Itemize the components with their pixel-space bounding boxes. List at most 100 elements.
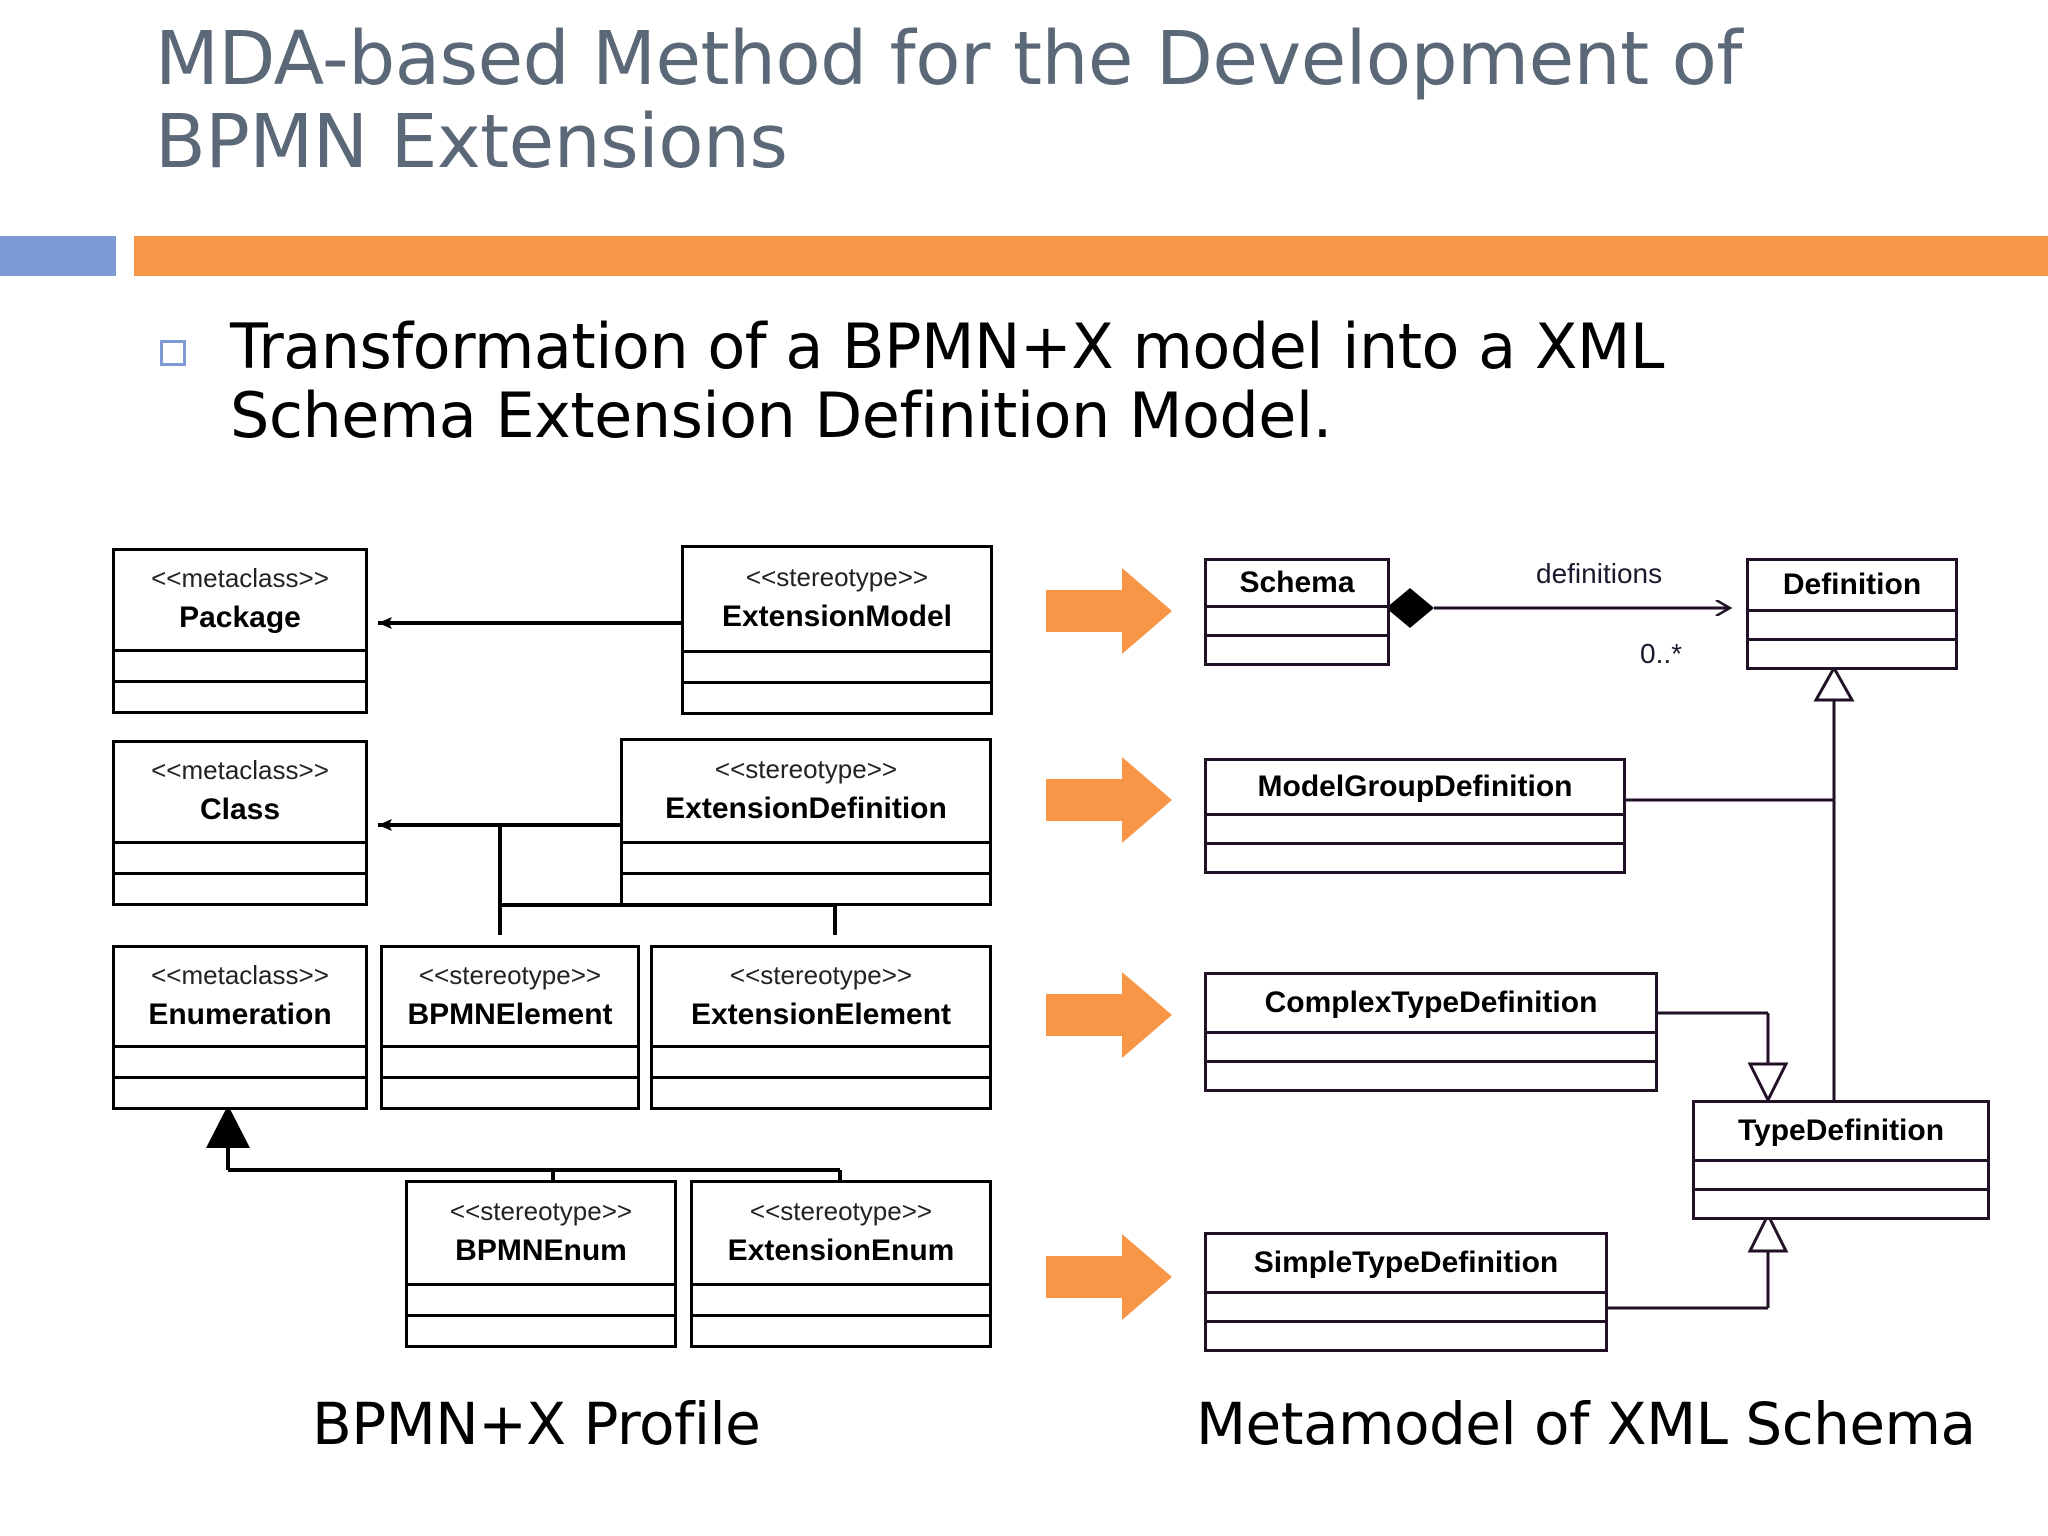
uml-class-package[interactable]: <<metaclass>> Package <box>112 548 368 714</box>
uml-class-extension-element[interactable]: <<stereotype>> ExtensionElement <box>650 945 992 1110</box>
uml-class-extension-model-stereotype: <<stereotype>> <box>745 562 929 593</box>
uml-class-type-definition-name: TypeDefinition <box>1737 1113 1945 1147</box>
uml-class-extension-model-name: ExtensionModel <box>721 600 953 634</box>
transform-arrow-4-icon <box>1046 1234 1172 1320</box>
uml-class-extension-definition[interactable]: <<stereotype>> ExtensionDefinition <box>620 738 992 906</box>
transform-arrow-3-icon <box>1046 972 1172 1058</box>
uml-class-class-attributes <box>115 841 365 872</box>
uml-class-extension-element-attributes <box>653 1045 989 1076</box>
uml-class-enumeration-stereotype: <<metaclass>> <box>151 959 329 990</box>
uml-class-type-definition[interactable]: TypeDefinition <box>1692 1100 1990 1220</box>
uml-class-extension-model-operations <box>684 681 990 712</box>
bullet-line-2: Schema Extension Definition Model. <box>230 379 1332 453</box>
transform-arrow-2-icon <box>1046 757 1172 843</box>
uml-class-bpmn-enum-operations <box>408 1314 674 1345</box>
uml-class-model-group-definition[interactable]: ModelGroupDefinition <box>1204 758 1626 874</box>
uml-class-extension-enum[interactable]: <<stereotype>> ExtensionEnum <box>690 1180 992 1348</box>
uml-class-enumeration[interactable]: <<metaclass>> Enumeration <box>112 945 368 1110</box>
uml-class-extension-definition-header: <<stereotype>> ExtensionDefinition <box>623 741 989 841</box>
edge-complextype-to-typedefinition <box>1658 1011 1789 1104</box>
edge-label-definitions: definitions <box>1536 558 1663 589</box>
uml-class-definition-name: Definition <box>1782 567 1922 601</box>
uml-class-enumeration-operations <box>115 1076 365 1107</box>
uml-class-bpmn-element[interactable]: <<stereotype>> BPMNElement <box>380 945 640 1110</box>
uml-class-bpmn-element-attributes <box>383 1045 637 1076</box>
uml-class-definition-header: Definition <box>1749 561 1955 609</box>
uml-class-bpmn-element-stereotype: <<stereotype>> <box>418 959 602 990</box>
uml-class-package-header: <<metaclass>> Package <box>115 551 365 649</box>
hollow-square-bullet-icon <box>160 340 186 366</box>
uml-class-package-operations <box>115 680 365 711</box>
uml-class-simple-type-definition[interactable]: SimpleTypeDefinition <box>1204 1232 1608 1352</box>
uml-class-class-stereotype: <<metaclass>> <box>151 755 329 786</box>
uml-class-simple-type-definition-attributes <box>1207 1291 1605 1320</box>
bullet-text: Transformation of a BPMN+X model into a … <box>230 312 1664 451</box>
transform-arrow-1-icon <box>1046 568 1172 654</box>
uml-class-bpmn-enum-attributes <box>408 1283 674 1314</box>
uml-class-simple-type-definition-operations <box>1207 1320 1605 1349</box>
edge-definition-generalization <box>1626 664 1855 1100</box>
uml-class-complex-type-definition-attributes <box>1207 1031 1655 1060</box>
uml-class-class-operations <box>115 872 365 903</box>
uml-class-class[interactable]: <<metaclass>> Class <box>112 740 368 906</box>
page-title-line-2: BPMN Extensions <box>155 98 788 185</box>
uml-class-bpmn-enum-name: BPMNEnum <box>455 1234 627 1268</box>
uml-class-definition-attributes <box>1749 609 1955 638</box>
edge-simpletype-to-typedefinition <box>1608 1211 1789 1310</box>
uml-class-extension-enum-stereotype: <<stereotype>> <box>749 1196 933 1227</box>
uml-class-extension-element-operations <box>653 1076 989 1107</box>
title-rule-orange <box>134 236 2048 276</box>
uml-class-schema-operations <box>1207 634 1387 663</box>
uml-class-simple-type-definition-header: SimpleTypeDefinition <box>1207 1235 1605 1291</box>
uml-class-schema[interactable]: Schema <box>1204 558 1390 666</box>
uml-class-package-name: Package <box>179 601 301 635</box>
uml-class-model-group-definition-header: ModelGroupDefinition <box>1207 761 1623 813</box>
uml-class-definition[interactable]: Definition <box>1746 558 1958 670</box>
uml-class-extension-model[interactable]: <<stereotype>> ExtensionModel <box>681 545 993 715</box>
uml-class-complex-type-definition[interactable]: ComplexTypeDefinition <box>1204 972 1658 1092</box>
uml-class-package-stereotype: <<metaclass>> <box>151 563 329 594</box>
uml-class-extension-definition-attributes <box>623 841 989 872</box>
uml-class-extension-enum-attributes <box>693 1283 989 1314</box>
uml-class-type-definition-header: TypeDefinition <box>1695 1103 1987 1159</box>
caption-metamodel-xml-schema: Metamodel of XML Schema <box>1196 1390 1976 1458</box>
uml-class-type-definition-attributes <box>1695 1159 1987 1188</box>
uml-class-package-attributes <box>115 649 365 680</box>
uml-class-bpmn-element-header: <<stereotype>> BPMNElement <box>383 948 637 1045</box>
uml-class-model-group-definition-operations <box>1207 842 1623 871</box>
uml-class-extension-definition-name: ExtensionDefinition <box>665 792 947 826</box>
uml-class-complex-type-definition-operations <box>1207 1060 1655 1089</box>
uml-class-complex-type-definition-header: ComplexTypeDefinition <box>1207 975 1655 1031</box>
uml-class-bpmn-enum-header: <<stereotype>> BPMNEnum <box>408 1183 674 1283</box>
uml-class-bpmn-element-name: BPMNElement <box>407 997 613 1031</box>
uml-class-type-definition-operations <box>1695 1188 1987 1217</box>
page-title: MDA-based Method for the Development of … <box>155 18 1875 184</box>
uml-class-class-name: Class <box>199 793 281 827</box>
uml-class-enumeration-attributes <box>115 1045 365 1076</box>
uml-class-schema-attributes <box>1207 605 1387 634</box>
uml-class-bpmn-enum[interactable]: <<stereotype>> BPMNEnum <box>405 1180 677 1348</box>
caption-bpmnx-profile: BPMN+X Profile <box>312 1390 761 1458</box>
uml-class-schema-header: Schema <box>1207 561 1387 605</box>
uml-class-extension-enum-name: ExtensionEnum <box>727 1234 955 1268</box>
uml-class-extension-model-header: <<stereotype>> ExtensionModel <box>684 548 990 650</box>
uml-class-extension-model-attributes <box>684 650 990 681</box>
uml-class-class-header: <<metaclass>> Class <box>115 743 365 841</box>
uml-class-bpmn-element-operations <box>383 1076 637 1107</box>
uml-class-extension-element-header: <<stereotype>> ExtensionElement <box>653 948 989 1045</box>
bullet-line-1: Transformation of a BPMN+X model into a … <box>230 310 1664 383</box>
uml-class-model-group-definition-attributes <box>1207 813 1623 842</box>
uml-class-schema-name: Schema <box>1239 565 1355 599</box>
uml-class-complex-type-definition-name: ComplexTypeDefinition <box>1264 985 1598 1019</box>
uml-class-definition-operations <box>1749 638 1955 667</box>
uml-class-bpmn-enum-stereotype: <<stereotype>> <box>449 1196 633 1227</box>
bullet-item: Transformation of a BPMN+X model into a … <box>160 312 1890 451</box>
page-title-line-1: MDA-based Method for the Development of <box>155 16 1742 102</box>
uml-class-extension-element-name: ExtensionElement <box>690 997 952 1031</box>
title-rule-blue <box>0 236 116 276</box>
uml-class-extension-definition-operations <box>623 872 989 903</box>
uml-class-enumeration-name: Enumeration <box>148 997 332 1031</box>
uml-class-extension-enum-operations <box>693 1314 989 1345</box>
uml-class-extension-definition-stereotype: <<stereotype>> <box>714 754 898 785</box>
edge-label-definitions-multiplicity: 0..* <box>1640 638 1683 669</box>
